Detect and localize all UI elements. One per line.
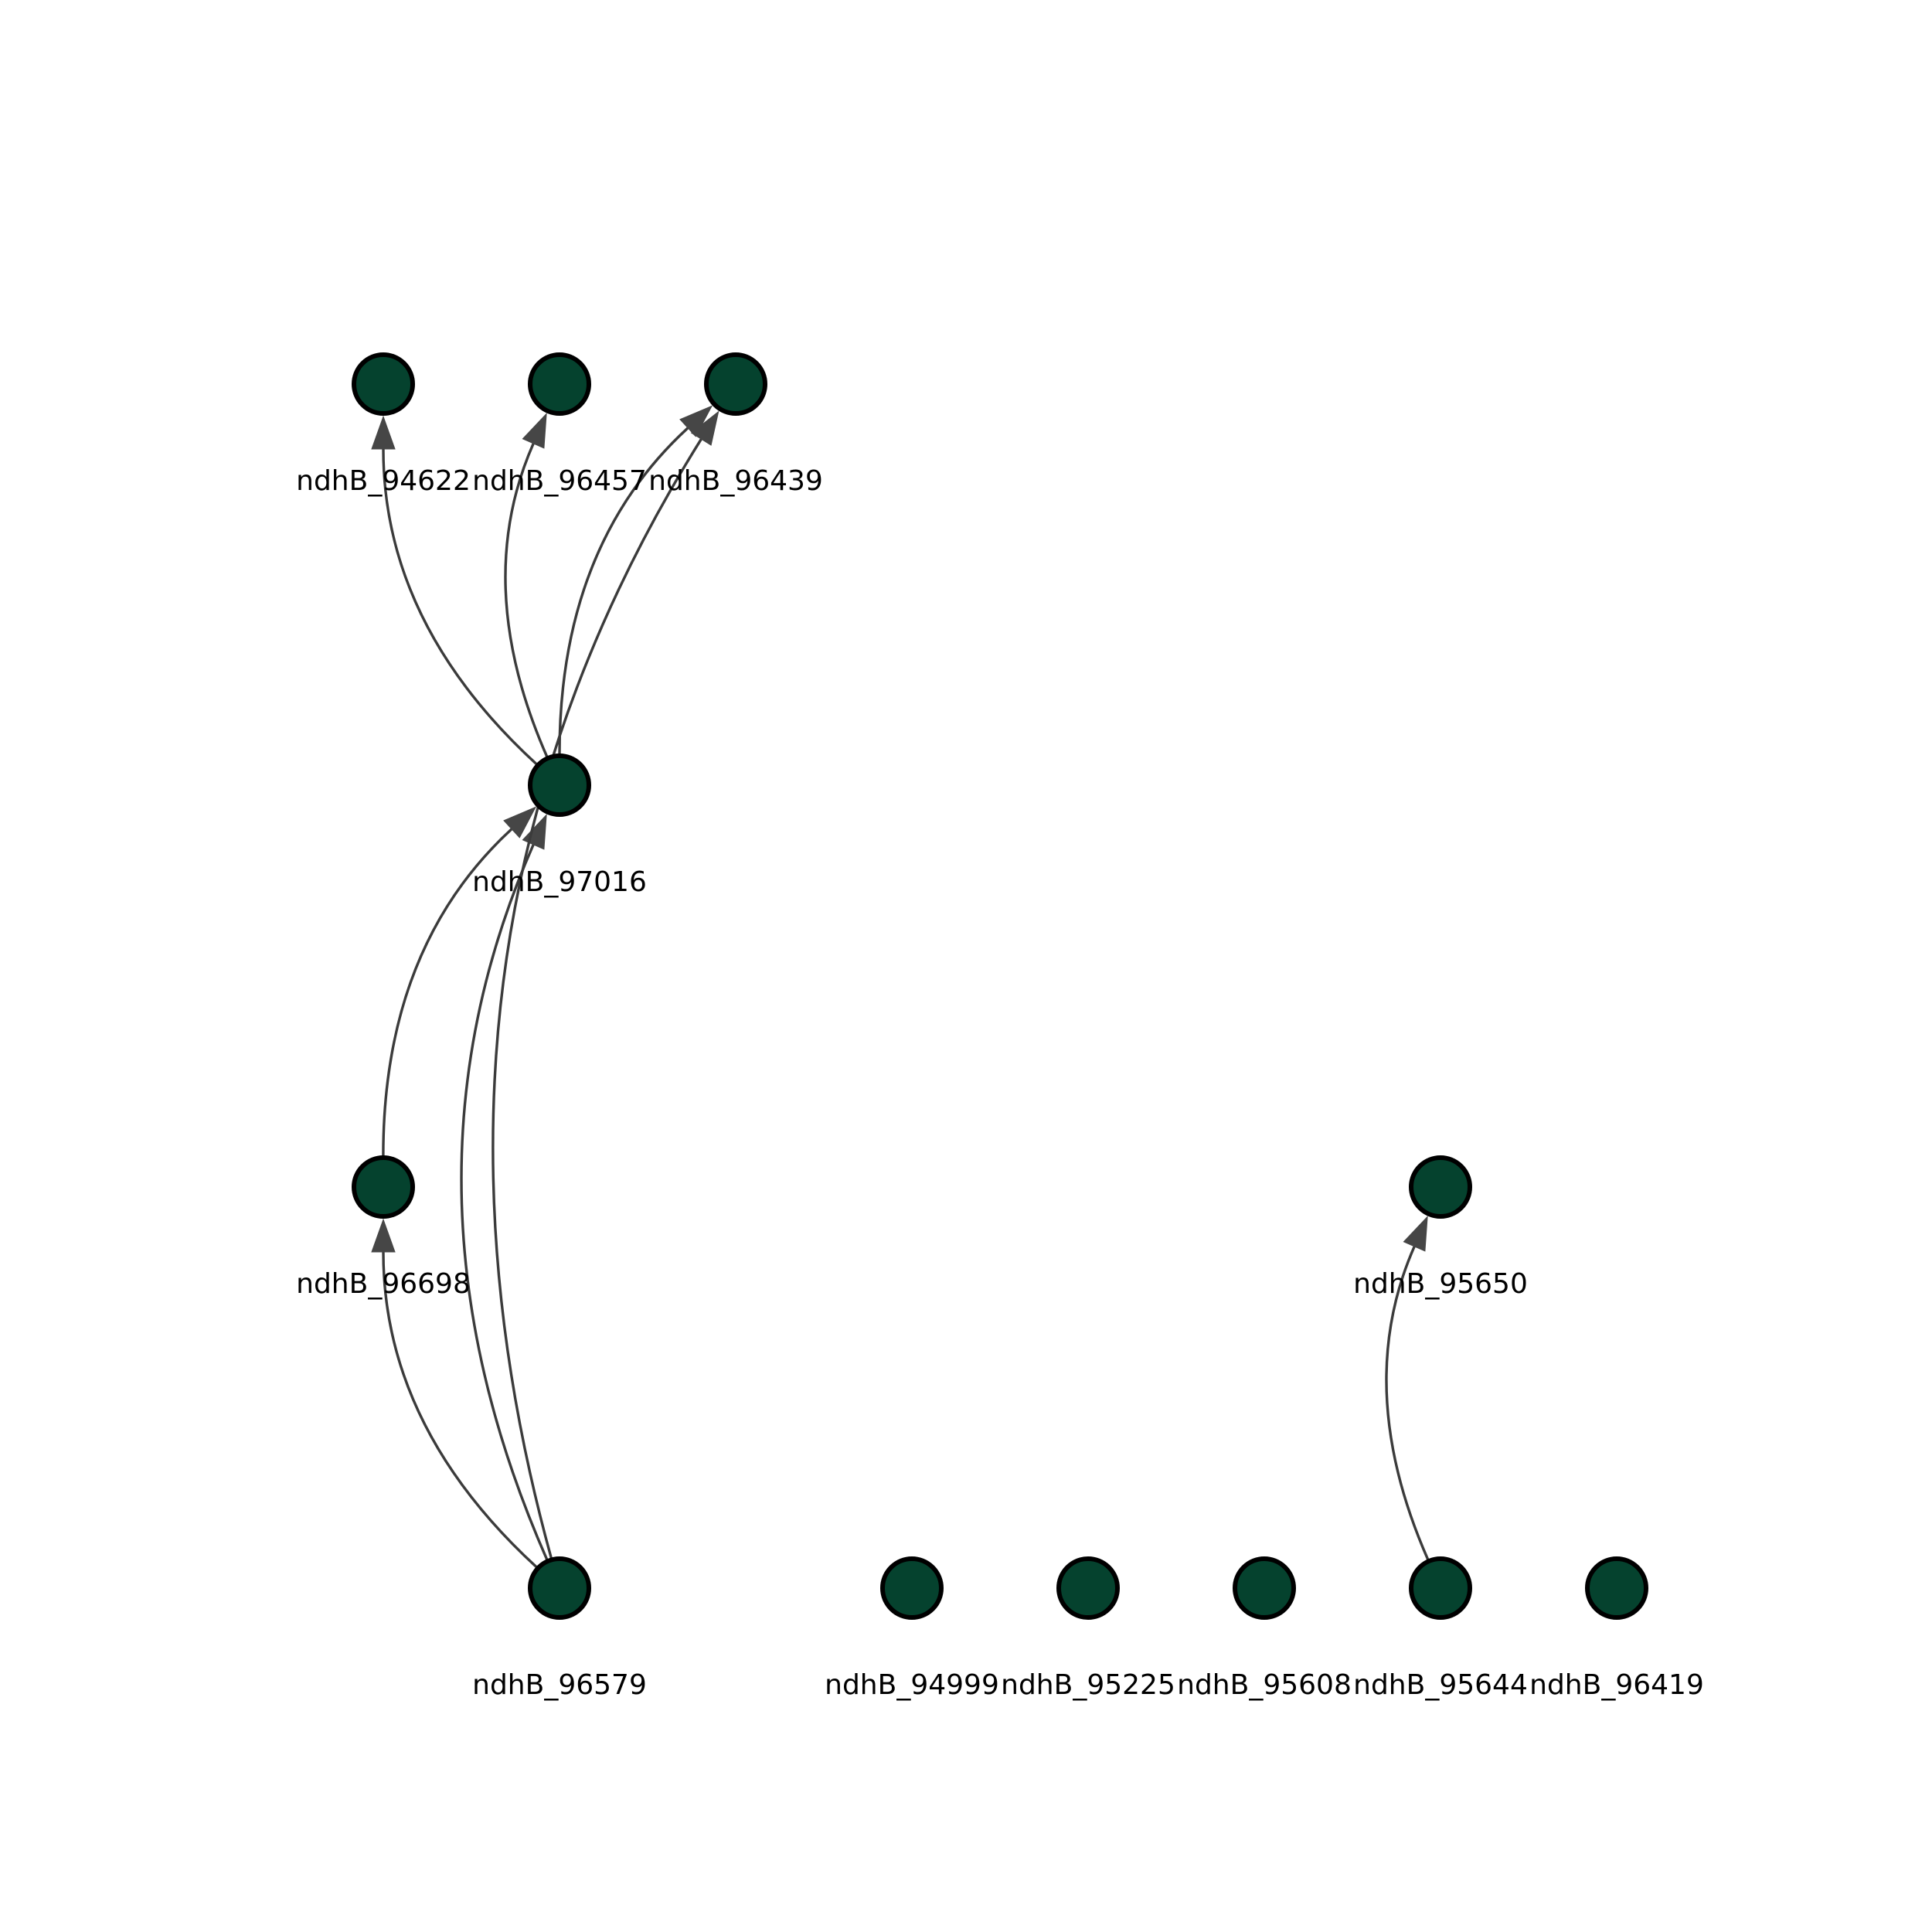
node-ndhB_96698[interactable] [352, 1155, 415, 1219]
node-ndhB_95225[interactable] [1056, 1556, 1120, 1620]
node-ndhB_94622[interactable] [352, 352, 415, 416]
node-label-ndhB_94999: ndhB_94999 [825, 1669, 999, 1701]
node-layer [352, 352, 1648, 1620]
node-ndhB_97016[interactable] [528, 753, 591, 817]
node-label-ndhB_95644: ndhB_95644 [1353, 1669, 1528, 1701]
node-label-ndhB_96419: ndhB_96419 [1529, 1669, 1704, 1701]
node-label-ndhB_97016: ndhB_97016 [472, 866, 647, 898]
edge-ndhB_96698-to-ndhB_97016 [382, 828, 513, 1157]
node-ndhB_96419[interactable] [1585, 1556, 1648, 1620]
node-label-ndhB_96579: ndhB_96579 [472, 1669, 647, 1701]
node-label-ndhB_96698: ndhB_96698 [296, 1268, 471, 1300]
edge-ndhB_96579-to-ndhB_96439 [492, 438, 702, 1559]
node-ndhB_95644[interactable] [1409, 1556, 1472, 1620]
node-ndhB_96439[interactable] [704, 352, 767, 416]
arrowhead-ndhB_97016-to-ndhB_94622 [371, 415, 396, 450]
edge-ndhB_96579-to-ndhB_96698 [382, 1251, 538, 1569]
node-label-ndhB_96457: ndhB_96457 [472, 465, 647, 497]
arrowhead-ndhB_96698-to-ndhB_97016 [503, 806, 537, 838]
edge-ndhB_96579-to-ndhB_97016 [460, 844, 549, 1561]
node-ndhB_94999[interactable] [880, 1556, 944, 1620]
edge-ndhB_97016-to-ndhB_96439 [558, 427, 689, 755]
arrowhead-ndhB_95644-to-ndhB_95650 [1403, 1216, 1428, 1252]
arrowhead-ndhB_97016-to-ndhB_96457 [522, 413, 547, 449]
edge-ndhB_97016-to-ndhB_94622 [382, 448, 538, 766]
arrowhead-ndhB_96579-to-ndhB_96698 [371, 1218, 396, 1253]
node-ndhB_95608[interactable] [1233, 1556, 1296, 1620]
edge-layer [371, 405, 1430, 1569]
arrowhead-ndhB_96579-to-ndhB_96439 [690, 410, 719, 446]
edge-ndhB_97016-to-ndhB_96457 [504, 443, 549, 758]
node-ndhB_96457[interactable] [528, 352, 591, 416]
node-ndhB_96579[interactable] [528, 1556, 591, 1620]
node-label-ndhB_95608: ndhB_95608 [1177, 1669, 1352, 1701]
node-label-ndhB_95650: ndhB_95650 [1353, 1268, 1528, 1300]
node-label-ndhB_96439: ndhB_96439 [648, 465, 823, 497]
edge-ndhB_95644-to-ndhB_95650 [1385, 1246, 1430, 1561]
node-label-ndhB_95225: ndhB_95225 [1001, 1669, 1175, 1701]
node-ndhB_95650[interactable] [1409, 1155, 1472, 1219]
arrowhead-ndhB_97016-to-ndhB_96439 [679, 405, 713, 437]
node-label-ndhB_94622: ndhB_94622 [296, 465, 471, 497]
